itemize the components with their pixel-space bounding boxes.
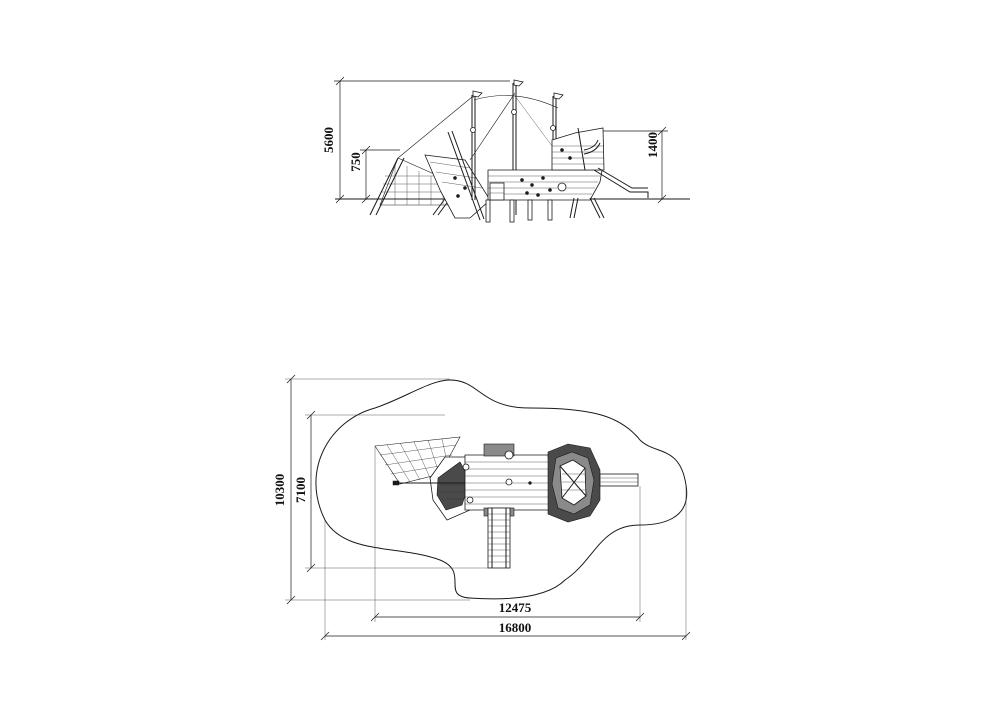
dimension-7100: 7100 [293,410,316,573]
safety-zone-outline [315,379,688,600]
mast-left-post [447,131,481,221]
slide-elevation [593,167,649,198]
mast-left [470,90,483,200]
plan-view: 10300 7100 12475 16800 [272,374,691,641]
dimension-label-16800: 16800 [499,620,532,635]
pennant-flag-icon [513,79,524,87]
left-leg-2 [375,157,405,216]
pennant-flag-icon [472,90,483,98]
bow-cabin [551,127,605,171]
ship-hull [487,169,603,201]
rigging-ropes [397,92,559,161]
support-posts [485,197,605,223]
dimension-1400: 1400 [602,126,668,204]
dimension-5600: 5600 [321,76,510,204]
stern-platform-plan [392,456,476,521]
slide-plan [599,473,639,487]
dimension-label-10300: 10300 [272,474,287,507]
dimension-label-7100: 7100 [293,477,308,503]
dimension-label-12475: 12475 [499,600,532,615]
dimension-16800: 16800 [320,485,691,641]
main-deck-plan [462,443,553,517]
dimension-10300: 10300 [272,374,296,605]
ramp-plan [487,507,511,569]
dimension-label-1400: 1400 [645,132,660,158]
dimension-12475: 12475 [370,446,645,622]
porthole-icon [557,182,567,192]
dimension-750: 750 [348,145,400,204]
bow-cabin-plan [547,443,601,523]
dimension-label-5600: 5600 [321,127,336,153]
side-elevation-view: 5600 750 1400 [321,76,690,223]
left-leg-1 [369,157,399,216]
dimension-label-750: 750 [348,152,363,172]
pennant-flag-icon [553,92,564,100]
